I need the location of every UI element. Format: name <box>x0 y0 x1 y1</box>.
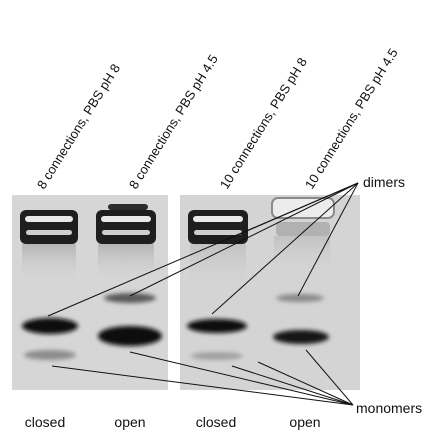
well-lane-1 <box>20 210 78 244</box>
smear-lane-4 <box>274 236 330 276</box>
band-dimer-lane-2 <box>104 293 156 303</box>
lane-title-2: 8 connections, PBS pH 4.5 <box>126 52 221 192</box>
band-main-lane-3 <box>187 319 247 333</box>
lane-caption-4: open <box>289 414 320 430</box>
lane-title-4: 10 connections, PBS pH 4.5 <box>302 46 401 192</box>
dimers-pointer-lines <box>47 182 359 317</box>
band-dimer-lane-4 <box>276 294 324 302</box>
monomers-pointer-lines <box>51 349 354 406</box>
smear-lane-1 <box>22 244 76 284</box>
well-lane-3 <box>188 210 248 244</box>
label-dimers: dimers <box>363 174 405 190</box>
lane-caption-2: open <box>114 414 145 430</box>
band-main-lane-4 <box>273 330 329 344</box>
well-lane-4 <box>271 197 335 236</box>
lane-caption-1: closed <box>25 414 65 430</box>
label-monomers: monomers <box>356 400 422 416</box>
band-main-lane-2 <box>98 326 162 346</box>
band-main-lane-1 <box>22 318 78 334</box>
well-lane-2 <box>96 204 156 244</box>
lane-title-3: 10 connections, PBS pH 8 <box>217 55 310 192</box>
band-faint-lane-3 <box>191 352 243 360</box>
band-faint-lane-1 <box>24 350 76 360</box>
smear-lane-2 <box>98 244 154 284</box>
lane-caption-3: closed <box>196 414 236 430</box>
lane-title-1: 8 connections, PBS pH 8 <box>34 61 123 192</box>
